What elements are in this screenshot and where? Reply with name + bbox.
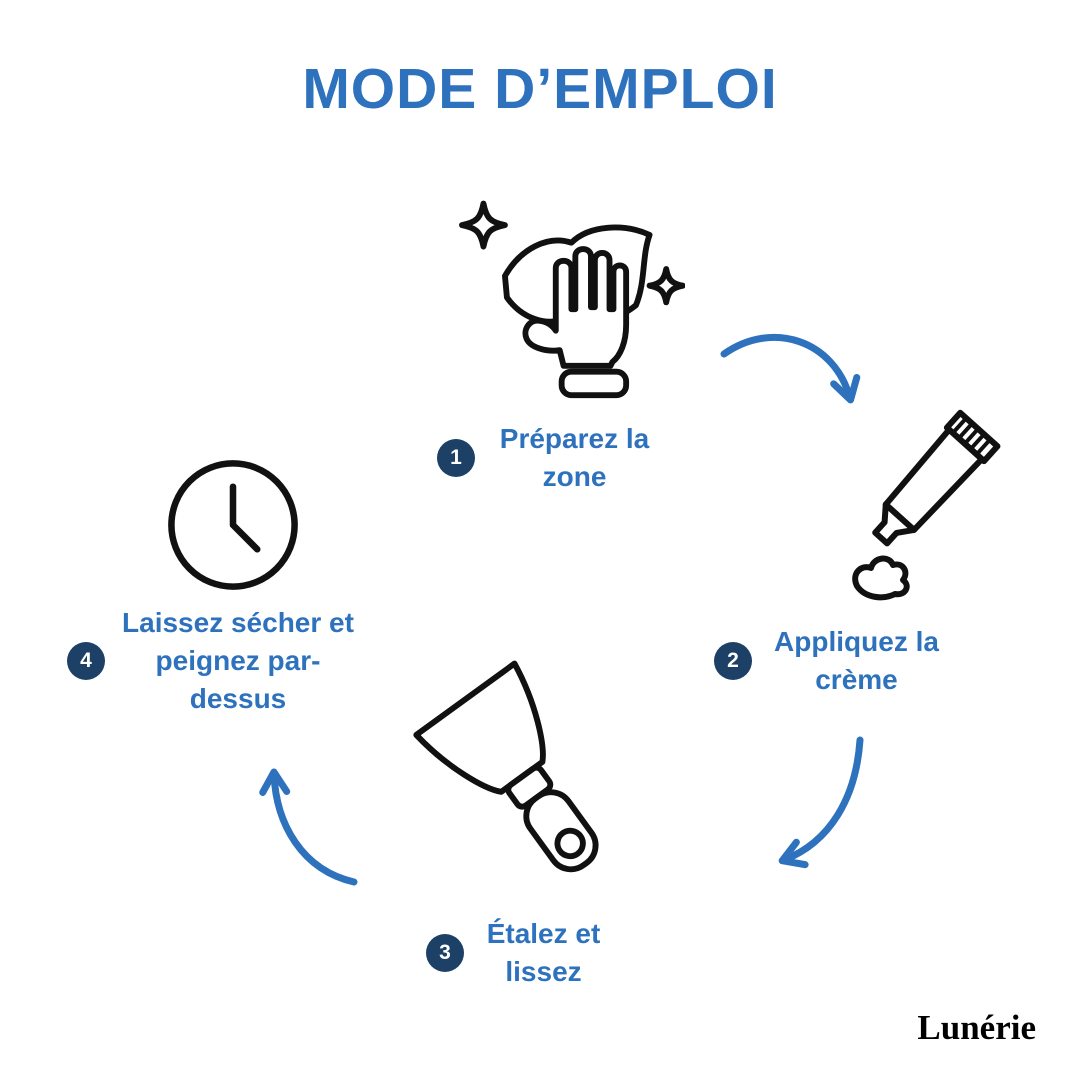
clock-icon [168, 460, 298, 590]
page-title: MODE D’EMPLOI [302, 57, 778, 121]
putty-knife-icon [413, 660, 599, 873]
sparkle-icon [646, 266, 685, 306]
step-3-label: Étalez et lissez [486, 918, 601, 988]
clock-hands [229, 483, 261, 553]
step-2: 2 Appliquez la crème [714, 623, 949, 699]
hand-wiping-cloth-icon [459, 200, 685, 399]
cuff-shape [558, 368, 630, 399]
tube-nozzle [872, 501, 918, 547]
step-1-number-badge: 1 [437, 439, 475, 478]
hand-shape [522, 246, 630, 369]
blade-shape [413, 660, 546, 795]
step-4: 4 Laissez sécher et peignez par-dessus [67, 604, 359, 718]
cream-blob-shape [852, 555, 910, 601]
brand-logo: Lunérie [917, 1008, 1036, 1047]
cream-tube-icon [852, 409, 1001, 601]
step-3: 3 Étalez et lissez [426, 915, 611, 991]
step-1-label: Préparez la zone [499, 423, 650, 493]
sparkle-icon [459, 200, 508, 250]
arrow-step2-to-step3-icon [778, 736, 864, 869]
handle-hole [554, 827, 586, 860]
step-4-number-badge: 4 [67, 642, 105, 681]
arrow-step1-to-step2-icon [720, 334, 861, 404]
step-1: 1 Préparez la zone [437, 420, 662, 496]
step-2-label: Appliquez la crème [774, 626, 939, 696]
arrow-step3-to-step4-icon [259, 768, 358, 886]
step-2-number-badge: 2 [714, 642, 752, 681]
step-4-label: Laissez sécher et peignez par-dessus [122, 607, 354, 715]
step-3-number-badge: 3 [426, 934, 464, 973]
